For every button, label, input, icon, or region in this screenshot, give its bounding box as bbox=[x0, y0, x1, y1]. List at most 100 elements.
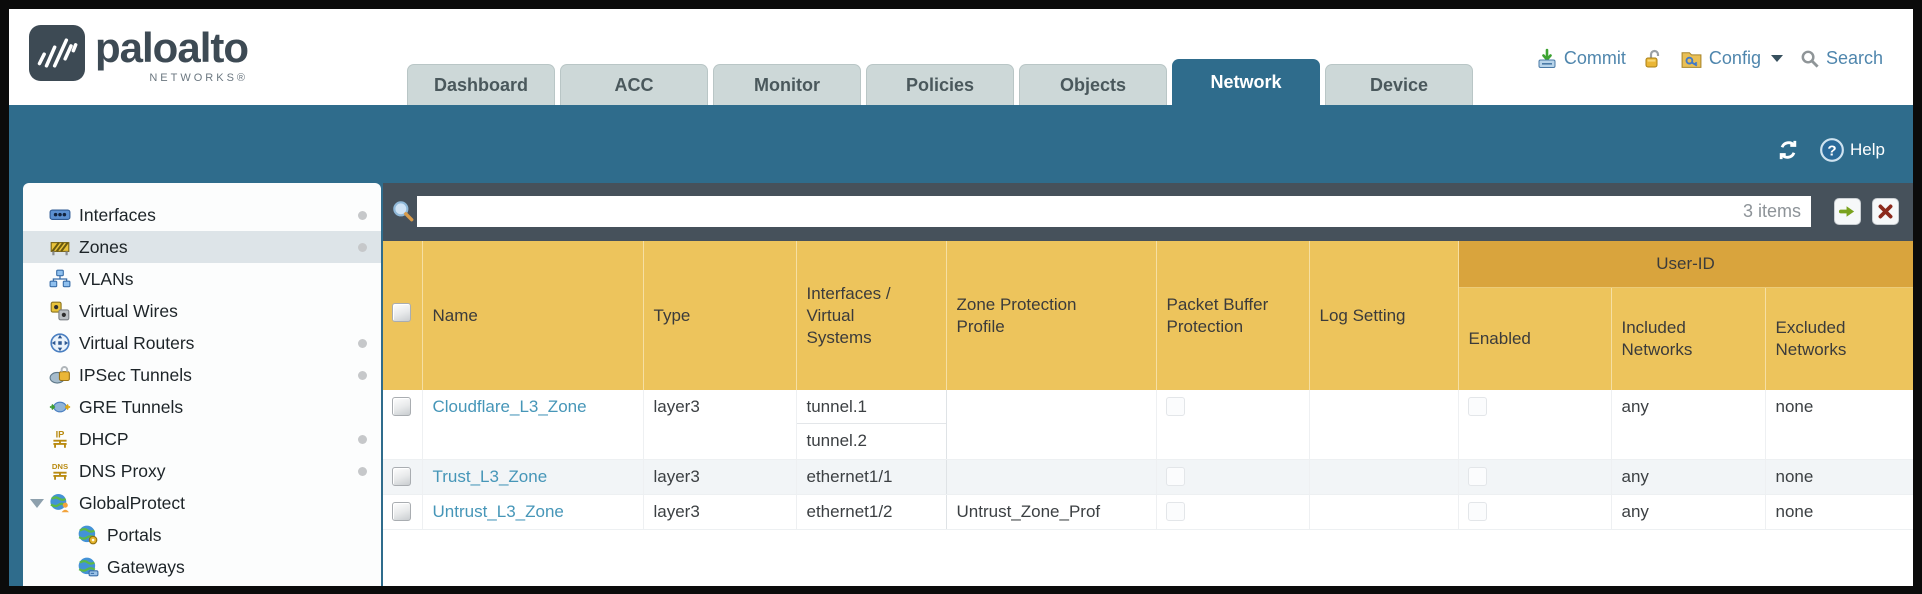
column-header-excluded-networks[interactable]: Excluded Networks bbox=[1765, 287, 1913, 390]
header-actions: Commit Config bbox=[1536, 47, 1883, 70]
packet-buffer-checkbox[interactable] bbox=[1165, 501, 1185, 521]
column-header-zone-protection-profile[interactable]: Zone Protection Profile bbox=[946, 241, 1157, 390]
global-search-button[interactable]: Search bbox=[1799, 48, 1883, 69]
dns-proxy-icon: DNS bbox=[49, 460, 71, 482]
sidebar-item-virtual-routers[interactable]: Virtual Routers bbox=[23, 327, 381, 359]
user-id-enabled-cell bbox=[1458, 390, 1612, 460]
select-all-header bbox=[383, 241, 423, 390]
column-header-included-networks[interactable]: Included Networks bbox=[1611, 287, 1766, 390]
sidebar-item-label: Gateways bbox=[107, 556, 185, 577]
zone-name-cell: Untrust_L3_Zone bbox=[422, 494, 644, 530]
globalprotect-icon bbox=[49, 492, 71, 514]
column-header-packet-buffer-protection[interactable]: Packet Buffer Protection bbox=[1156, 241, 1310, 390]
sidebar-item-zones[interactable]: Zones bbox=[23, 231, 381, 263]
tab-acc[interactable]: ACC bbox=[560, 64, 708, 105]
sidebar-item-label: IPSec Tunnels bbox=[79, 364, 192, 385]
zone-name-link[interactable]: Trust_L3_Zone bbox=[432, 466, 548, 486]
dhcp-icon: IP bbox=[49, 428, 71, 450]
status-dot bbox=[358, 434, 367, 444]
excluded-networks-cell: none bbox=[1765, 459, 1913, 495]
filter-input[interactable] bbox=[417, 196, 1811, 227]
sidebar-item-label: Zones bbox=[79, 236, 128, 257]
zone-type-cell: layer3 bbox=[643, 494, 797, 530]
row-select-cell bbox=[383, 390, 423, 460]
sidebar-item-virtual-wires[interactable]: Virtual Wires bbox=[23, 295, 381, 327]
status-dot bbox=[358, 466, 367, 476]
status-dot bbox=[358, 210, 367, 220]
sidebar-item-vlans[interactable]: VLANs bbox=[23, 263, 381, 295]
commit-label: Commit bbox=[1563, 48, 1626, 68]
tab-monitor[interactable]: Monitor bbox=[713, 64, 861, 105]
interfaces-icon bbox=[49, 204, 71, 226]
sidebar-item-label: GRE Tunnels bbox=[79, 396, 184, 417]
packet-buffer-protection-cell bbox=[1156, 459, 1310, 495]
packet-buffer-protection-cell bbox=[1156, 390, 1310, 460]
search-label: Search bbox=[1825, 48, 1883, 68]
row-checkbox[interactable] bbox=[392, 466, 411, 486]
filter-search-icon bbox=[393, 201, 414, 222]
sidebar-item-gre-tunnels[interactable]: GRE Tunnels bbox=[23, 391, 381, 423]
column-header-name[interactable]: Name bbox=[422, 241, 644, 390]
logo-sub-text: NETWORKS® bbox=[149, 72, 249, 84]
zone-protection-profile-cell bbox=[946, 390, 1157, 460]
included-networks-cell: any bbox=[1611, 390, 1766, 460]
tab-dashboard[interactable]: Dashboard bbox=[407, 64, 555, 105]
sidebar-item-gateways[interactable]: Gateways bbox=[23, 551, 381, 583]
row-select-cell bbox=[383, 494, 423, 530]
packet-buffer-protection-cell bbox=[1156, 494, 1310, 530]
sidebar-item-label: GlobalProtect bbox=[79, 492, 186, 513]
user-id-enabled-checkbox[interactable] bbox=[1467, 501, 1487, 521]
included-networks-cell: any bbox=[1611, 494, 1766, 530]
help-button[interactable]: ? Help bbox=[1819, 137, 1885, 163]
clear-filter-button[interactable] bbox=[1872, 198, 1899, 225]
zone-type-cell: layer3 bbox=[643, 390, 797, 460]
sidebar-item-label: VLANs bbox=[79, 268, 134, 289]
zone-name-link[interactable]: Untrust_L3_Zone bbox=[432, 501, 564, 521]
tab-policies[interactable]: Policies bbox=[866, 64, 1014, 105]
refresh-button[interactable] bbox=[1775, 137, 1801, 163]
status-dot bbox=[358, 242, 367, 252]
config-menu-button[interactable]: Config bbox=[1680, 47, 1783, 70]
tab-objects[interactable]: Objects bbox=[1019, 64, 1167, 105]
packet-buffer-checkbox[interactable] bbox=[1165, 397, 1185, 416]
sidebar-item-portals[interactable]: Portals bbox=[23, 519, 381, 551]
commit-button[interactable]: Commit bbox=[1536, 48, 1626, 70]
status-dot bbox=[358, 370, 367, 380]
column-header-type[interactable]: Type bbox=[643, 241, 797, 390]
user-id-enabled-checkbox[interactable] bbox=[1467, 466, 1487, 486]
sidebar-item-interfaces[interactable]: Interfaces bbox=[23, 199, 381, 231]
user-id-enabled-checkbox[interactable] bbox=[1467, 397, 1487, 416]
select-all-checkbox[interactable] bbox=[392, 303, 411, 322]
gateways-icon bbox=[77, 556, 99, 578]
column-header-enabled[interactable]: Enabled bbox=[1458, 287, 1612, 390]
chevron-down-icon bbox=[1770, 55, 1783, 62]
column-header-interfaces[interactable]: Interfaces / Virtual Systems bbox=[796, 241, 947, 390]
sidebar-item-globalprotect[interactable]: GlobalProtect bbox=[23, 487, 381, 519]
tab-device[interactable]: Device bbox=[1325, 64, 1473, 105]
lock-icon[interactable] bbox=[1642, 48, 1664, 70]
expander-triangle-icon[interactable] bbox=[30, 499, 44, 508]
row-checkbox[interactable] bbox=[392, 397, 411, 416]
zone-name-cell: Cloudflare_L3_Zone bbox=[422, 390, 644, 460]
zones-table: Name Type Interfaces / Virtual Systems Z… bbox=[383, 241, 1913, 530]
tab-network[interactable]: Network bbox=[1172, 59, 1320, 105]
packet-buffer-checkbox[interactable] bbox=[1165, 466, 1185, 486]
zone-name-link[interactable]: Cloudflare_L3_Zone bbox=[432, 397, 587, 416]
interface-entry: tunnel.1 bbox=[797, 390, 945, 424]
sidebar-item-ipsec-tunnels[interactable]: IPSec Tunnels bbox=[23, 359, 381, 391]
log-setting-cell bbox=[1309, 390, 1459, 460]
apply-filter-button[interactable] bbox=[1834, 198, 1861, 225]
column-header-log-setting[interactable]: Log Setting bbox=[1309, 241, 1459, 390]
zone-interfaces-cell: ethernet1/1 bbox=[795, 459, 947, 495]
zone-protection-profile-cell bbox=[946, 459, 1157, 495]
row-checkbox[interactable] bbox=[392, 501, 411, 521]
logo-brand-text: paloalto bbox=[95, 24, 249, 71]
log-setting-cell bbox=[1309, 494, 1459, 530]
